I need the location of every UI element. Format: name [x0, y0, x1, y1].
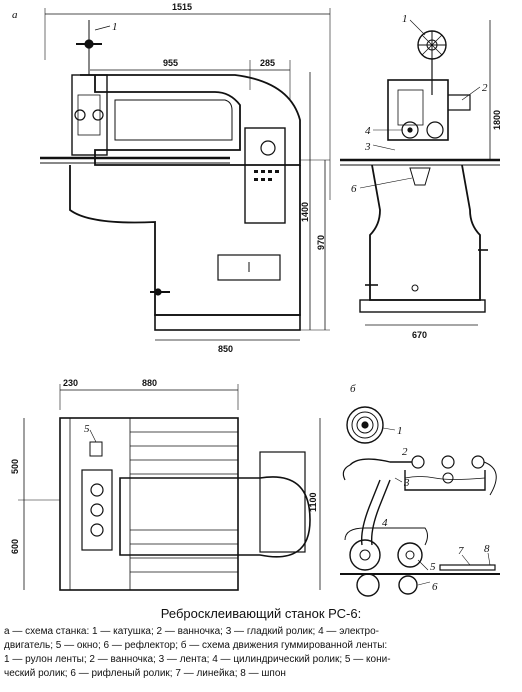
- label-a-2: 2: [482, 82, 488, 94]
- dim-table-height: 970: [316, 235, 326, 250]
- label-a-4: 4: [365, 125, 371, 137]
- plan-view: [18, 384, 321, 591]
- label-a-1: 1: [112, 21, 118, 33]
- label-a-3: 3: [364, 141, 371, 153]
- legend-line: двигатель; 5 — окно; 6 — рефлектор; б — …: [4, 640, 388, 651]
- dim-height-main: 1400: [300, 202, 310, 222]
- dim-plan-depth: 1100: [308, 492, 318, 512]
- figure-caption: Ребросклеивающий станок РС-6:: [160, 606, 362, 621]
- dim-plan-left: 230: [63, 378, 78, 388]
- label-b-1: 1: [397, 425, 403, 437]
- panel-b-letter: б: [350, 383, 356, 395]
- label-b-3: 3: [403, 477, 410, 489]
- machine-diagram: а 1515 955 285 850 1400 970 1800 670 230…: [10, 2, 502, 597]
- legend-line: 1 — рулон ленты; 2 — ванночка; 3 — лента…: [4, 654, 391, 665]
- dim-plan-bottom: 600: [10, 539, 20, 554]
- side-view: [340, 19, 500, 326]
- label-b-4: 4: [382, 517, 388, 529]
- tape-path-scheme: [340, 406, 500, 597]
- dim-plan-top: 500: [10, 459, 20, 474]
- dim-right-offset: 285: [260, 58, 275, 68]
- label-b-8: 8: [484, 543, 490, 555]
- label-a-1-side: 1: [402, 13, 408, 25]
- label-a-5: 5: [84, 423, 90, 435]
- dim-overall-width: 1515: [172, 2, 192, 12]
- dim-base-width: 850: [218, 344, 233, 354]
- panel-a-letter: а: [12, 9, 18, 21]
- dim-plan-main: 880: [142, 378, 157, 388]
- label-b-2: 2: [402, 446, 408, 458]
- dim-arm-reach: 955: [163, 58, 178, 68]
- label-b-6: 6: [432, 581, 438, 593]
- dim-side-base: 670: [412, 330, 427, 340]
- dim-side-height: 1800: [492, 110, 502, 130]
- front-view: [40, 8, 331, 341]
- label-b-5: 5: [430, 561, 436, 573]
- legend-line: а — схема станка: 1 — катушка; 2 — ванно…: [4, 626, 379, 637]
- legend-line: ческий ролик; 6 — рифленый ролик; 7 — ли…: [4, 668, 286, 679]
- label-b-7: 7: [458, 545, 464, 557]
- label-a-6: 6: [351, 183, 357, 195]
- figure-legend: а — схема станка: 1 — катушка; 2 — ванно…: [4, 625, 516, 681]
